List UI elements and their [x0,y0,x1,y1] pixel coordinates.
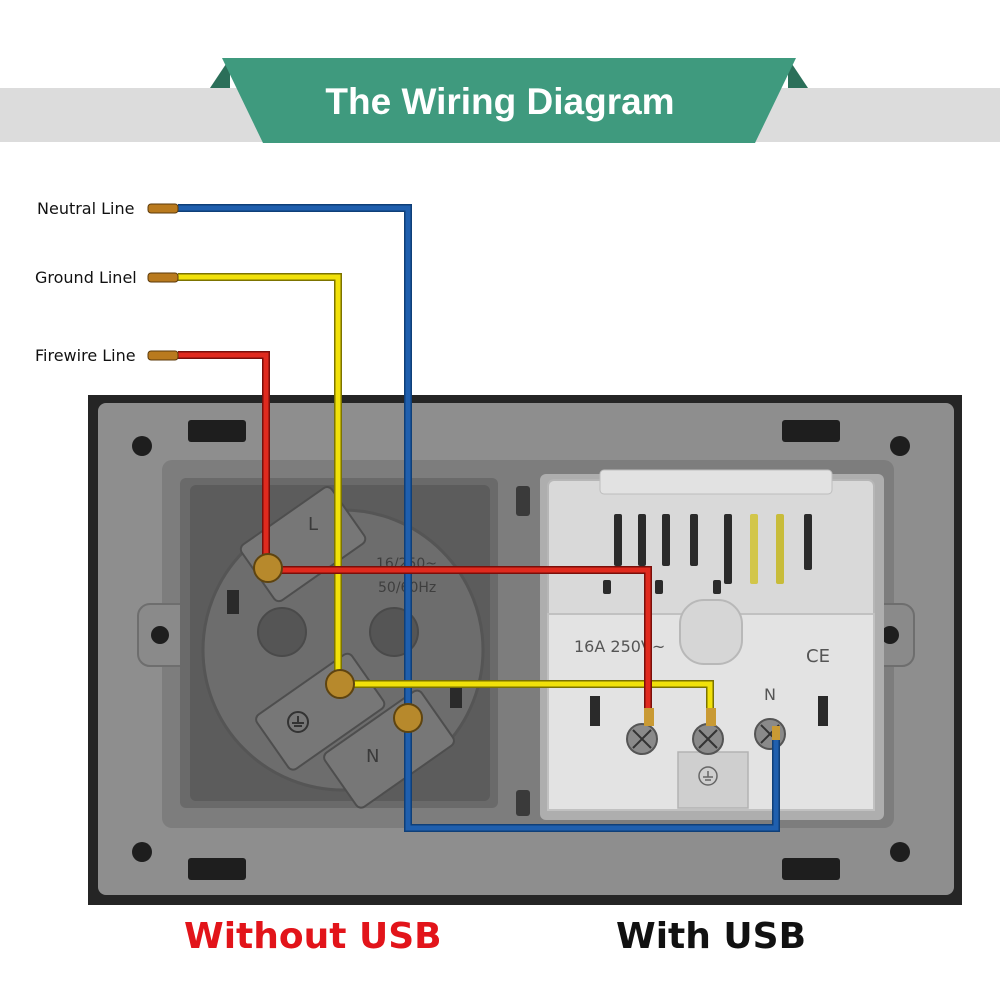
vent-slots-lower [603,580,721,594]
usb-mark-n: N [764,685,776,704]
neutral-wire [178,204,780,832]
caption-without-usb: Without USB [184,916,442,957]
divider [516,486,530,816]
socket-with-usb: 16A 250V~ CE N [540,469,884,820]
title-banner [210,58,808,143]
caption-with-usb: With USB [616,916,807,957]
mounting-clips [188,420,840,880]
ground-symbol-icon [698,766,718,786]
wire-end-icon [147,203,179,361]
diagram-title: The Wiring Diagram [325,81,675,122]
socket-mark-n: N [366,746,379,767]
wire-terminal-icon [253,553,780,740]
socket-mark-l: L [308,514,318,535]
screw-holes [132,436,910,862]
vent-slots [614,514,812,584]
usb-rating: 16A 250V~ [574,637,665,656]
fire-line-label: Firewire Line [35,346,136,365]
neutral-line-label: Neutral Line [37,199,135,218]
ce-mark: CE [806,646,830,667]
ground-line-label: Ground Linel [35,268,137,287]
ground-symbol-icon [287,711,309,733]
